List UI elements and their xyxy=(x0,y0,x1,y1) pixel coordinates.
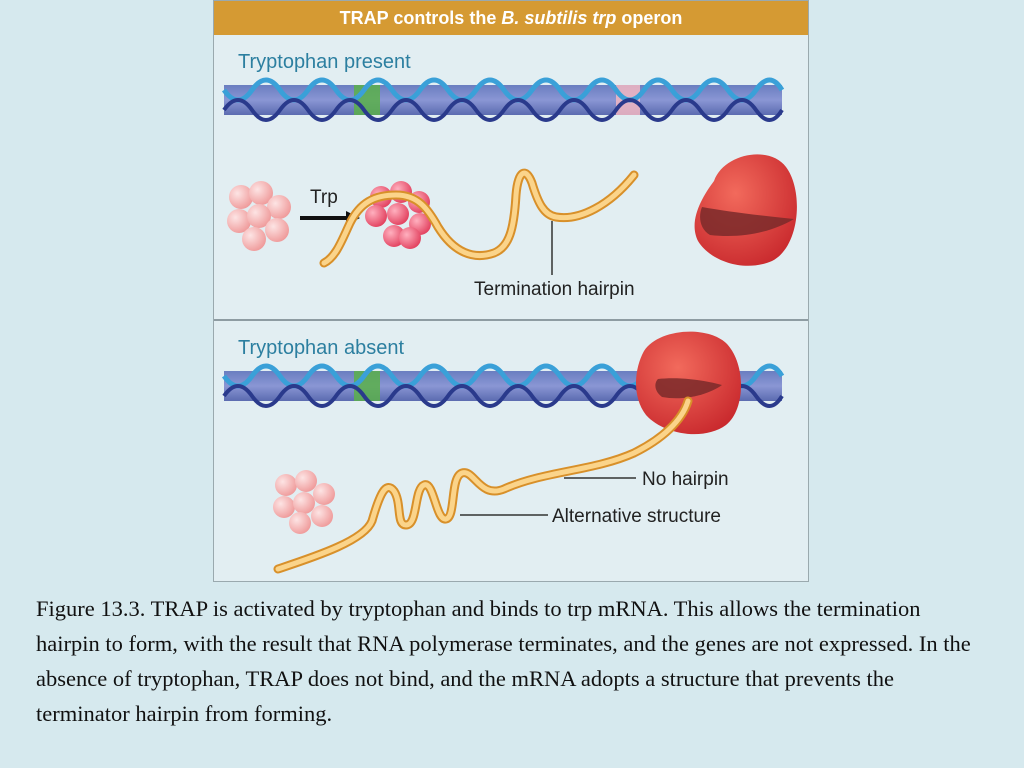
diagram-absent: No hairpin Alternative structure xyxy=(221,331,785,574)
panel-title-absent: Tryptophan absent xyxy=(238,337,405,359)
alternative-structure-label: Alternative structure xyxy=(552,506,721,527)
panel-tryptophan-present: Tryptophan present xyxy=(214,35,808,319)
panel-divider xyxy=(214,319,808,321)
panel-tryptophan-absent: Tryptophan absent xyxy=(214,321,808,581)
rna-polymerase-bound xyxy=(636,331,741,435)
figure-title-part1: TRAP controls the xyxy=(339,7,497,28)
trp-label: Trp xyxy=(310,187,338,208)
trap-inactive xyxy=(227,181,291,251)
figure-title: TRAP controls the B. subtilis trp operon xyxy=(214,1,808,35)
no-hairpin-label: No hairpin xyxy=(642,469,729,490)
dna-helix xyxy=(221,77,785,122)
figure-caption: Figure 13.3. TRAP is activated by trypto… xyxy=(36,596,971,726)
figure-title-part3: operon xyxy=(621,7,683,28)
diagram-present: Trp Termination hairpin xyxy=(221,77,797,300)
panel-title-present: Tryptophan present xyxy=(238,51,411,73)
trap-unbound xyxy=(273,470,335,534)
rna-polymerase-released xyxy=(694,154,797,266)
termination-hairpin-label: Termination hairpin xyxy=(474,279,635,300)
figure-title-species: B. subtilis trp xyxy=(501,7,617,28)
figure-panel: TRAP controls the B. subtilis trp operon… xyxy=(213,0,809,582)
